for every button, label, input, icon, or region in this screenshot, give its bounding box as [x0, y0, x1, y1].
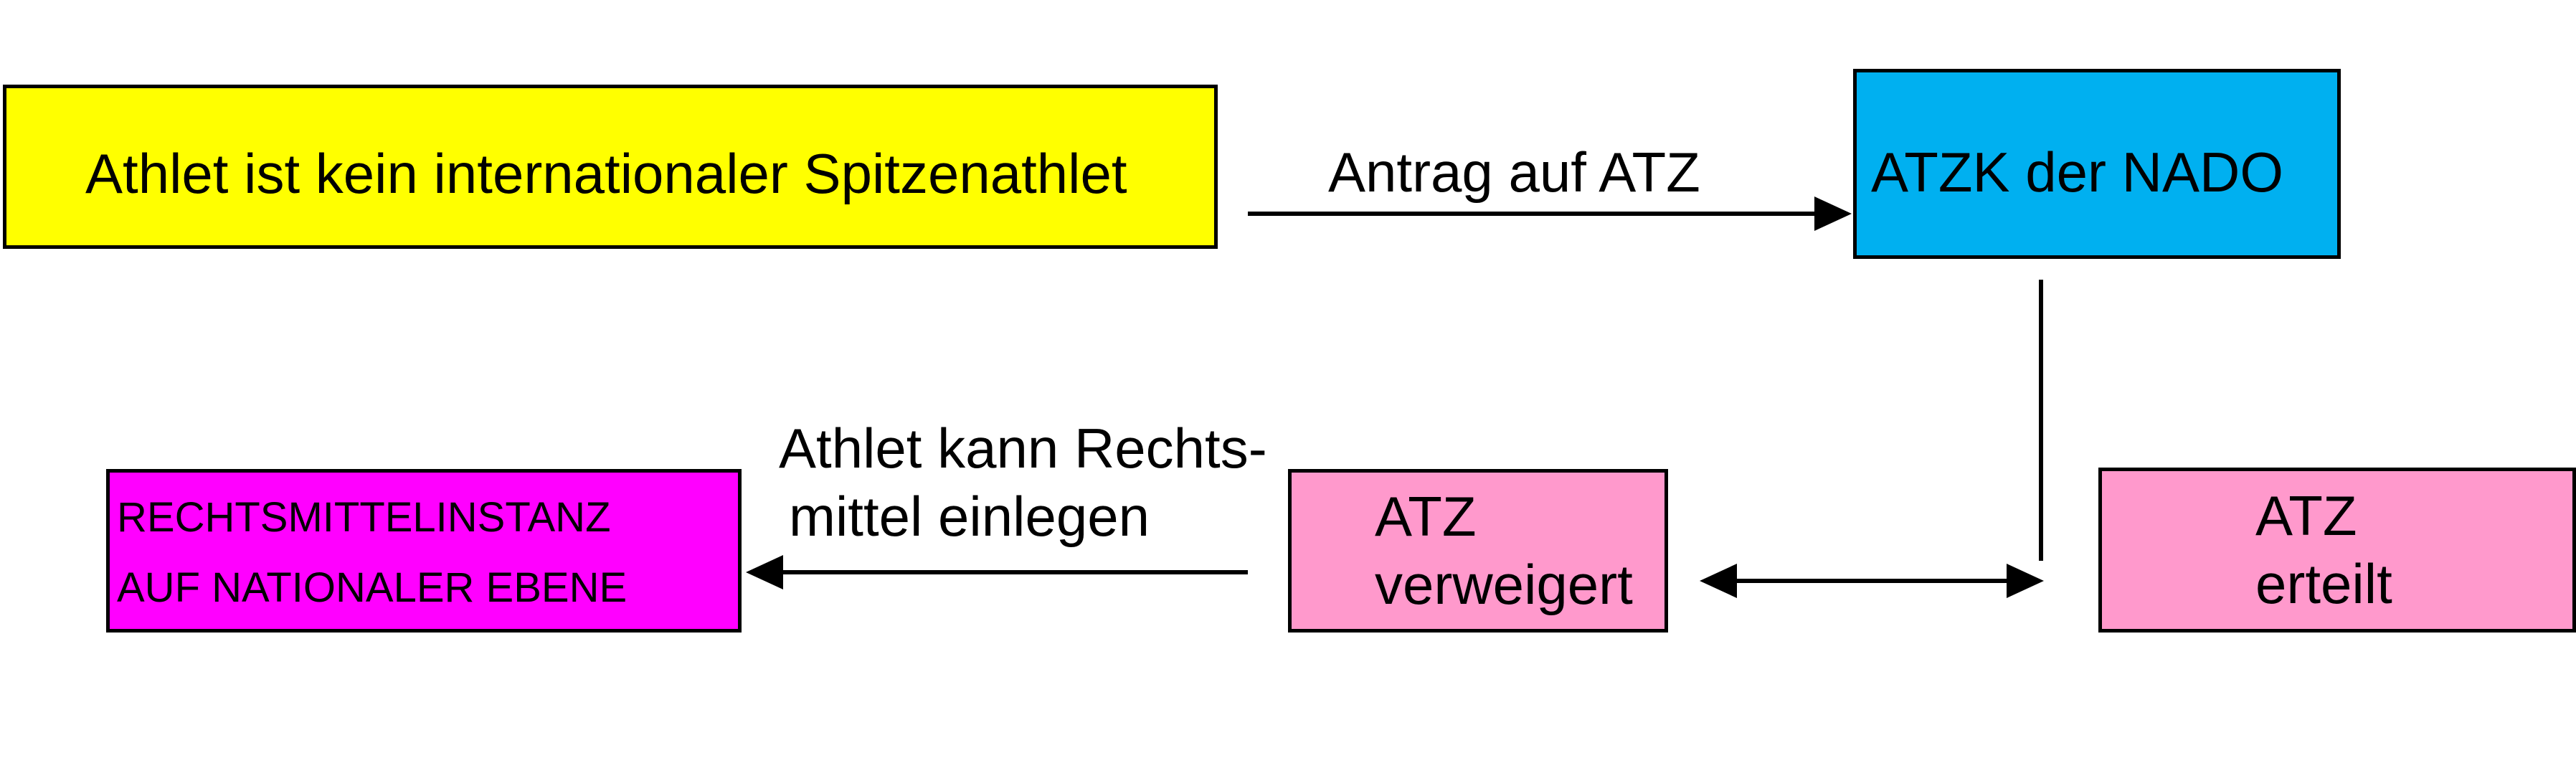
atz-erteilt-line2: erteilt	[2255, 552, 2392, 615]
edge-label-rechtsmittel-line1: Athlet kann Rechts-	[779, 417, 1267, 480]
atzk-nado-box-label: ATZK der NADO	[1871, 141, 2283, 204]
arrow-rechtsmittel	[746, 555, 1248, 589]
athlete-box: Athlet ist kein internationaler Spitzena…	[3, 85, 1218, 249]
atz-erteilt-line1: ATZ	[2255, 484, 2357, 547]
rechtsmittelinstanz-line1: RECHTSMITTELINSTANZ	[117, 494, 611, 541]
rechtsmittelinstanz-line2: AUF NATIONALER EBENE	[117, 564, 628, 611]
arrow-decision	[1700, 564, 2044, 598]
athlete-box-label: Athlet ist kein internationaler Spitzena…	[85, 142, 1127, 205]
atz-verweigert-box: ATZ verweigert	[1288, 469, 1668, 633]
arrow-antrag	[1248, 196, 1852, 231]
atzk-nado-box: ATZK der NADO	[1853, 69, 2341, 259]
rechtsmittelinstanz-box: RECHTSMITTELINSTANZ AUF NATIONALER EBENE	[106, 469, 742, 633]
atz-verweigert-line2: verweigert	[1375, 553, 1633, 616]
atz-verweigert-line1: ATZ	[1375, 485, 1477, 548]
edge-label-antrag: Antrag auf ATZ	[1328, 141, 1700, 204]
atz-erteilt-box: ATZ erteilt	[2098, 468, 2576, 633]
edge-label-rechtsmittel-line2: mittel einlegen	[789, 485, 1150, 548]
